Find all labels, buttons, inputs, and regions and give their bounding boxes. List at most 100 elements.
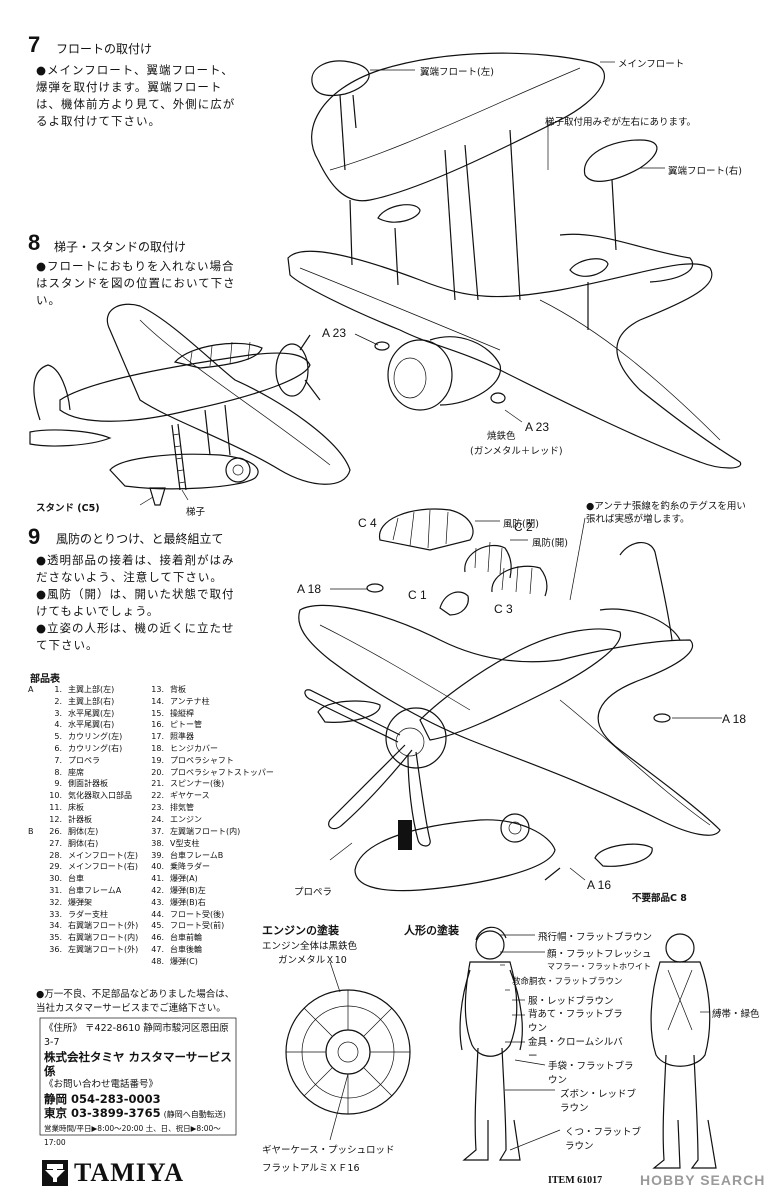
phone-shizuoka: 静岡 054-283-0003 [44,1092,161,1106]
parts-list-item: 24.エンジン [144,814,274,826]
label-c4: C 4 [358,516,377,530]
bullet-icon: ● [36,63,48,77]
parts-name: カウリング(右) [68,743,123,753]
label-wingtip-float-right: 翼端フロート(右) [668,166,742,177]
parts-list-item: 20.プロペラシャフトストッパー [144,767,274,779]
parts-number: 30. [49,874,62,884]
parts-name: 爆弾(C) [170,956,198,966]
parts-number: 41. [151,874,164,884]
figure-paint-item-4: 救命胴衣・フラットブラウン [512,977,623,987]
parts-name: 台車 [68,874,84,884]
parts-list-item: 38. V型支柱 [144,838,240,850]
parts-name: 床板 [68,802,84,812]
parts-list-item: 8.座席 [28,767,132,779]
label-a23-right: A 23 [525,420,550,434]
contact-box-border [39,1017,237,1136]
watermark: HOBBY SEARCH [640,1172,766,1188]
parts-list-item: 18.ヒンジカバー [144,743,274,755]
parts-name: 胴体(左) [68,827,99,836]
parts-number: 36. [49,944,62,954]
parts-list-item: 2.主翼上部(右) [28,696,132,708]
parts-number: 46. [151,933,164,943]
parts-number: 40. [151,862,164,872]
parts-list-item: 31.台車フレームA [28,885,138,897]
parts-number: 35. [49,933,62,943]
label-wingtip-float-left: 翼端フロート(左) [420,67,494,78]
parts-name: ピトー管 [170,720,202,730]
parts-list-item: 44.フロート受(後) [144,909,240,921]
figure-paint-item-6: 背あて・フラットブラウン [528,1009,623,1034]
parts-name: 左翼端フロート(内) [170,827,241,836]
parts-name: エンジン [170,814,202,824]
parts-number: 28. [49,850,62,860]
label-a18-left: A 18 [297,582,322,596]
parts-list-item: 6. カウリング(右) [28,743,132,755]
figure-paint-harness: 縛帯・緑色 [712,1009,760,1020]
parts-list-item: 40. 乗降ラダー [144,861,240,873]
parts-number: 39. [151,850,164,860]
item-number: ITEM 61017 [548,1175,603,1186]
parts-list-item: 4.水平尾翼(右) [28,719,132,731]
parts-list-item: 7.プロペラ [28,755,132,767]
parts-name: 右翼端フロート(内) [68,933,139,943]
parts-name: 乗降ラダー [170,862,210,872]
parts-group-letter: B [28,827,34,836]
engine-paint-title: エンジンの塗装 [262,924,339,937]
label-c1: C 1 [408,588,427,602]
step7-title: フロートの取付け [56,42,153,56]
parts-number: 34. [49,921,62,931]
parts-list-item: 29.メインフロート(右) [28,861,138,873]
parts-number: 4. [54,720,62,730]
parts-list-item: 14.アンテナ柱 [144,696,274,708]
parts-name: V型支柱 [170,838,200,848]
parts-number: 5. [54,732,62,742]
step9-bullet-2: ●風防（開）は、開いた状態で取付けてもよいでしょう。 [36,587,235,618]
parts-number: 38. [151,838,164,848]
parts-name: 爆弾(B)左 [170,885,206,895]
parts-list-item: 9.側面計器板 [28,778,132,790]
label-c2: C 2 [514,520,533,534]
label-a23-left: A 23 [322,326,347,340]
parts-number: 44. [151,909,164,919]
parts-name: ギヤケース [170,791,210,801]
parts-table-title: 部品表 [30,674,60,685]
parts-name: 主翼上部(左) [68,685,115,694]
pilot-figures-drawing [459,926,717,1169]
bullet-icon: ● [36,259,48,273]
parts-number: 10. [49,791,62,801]
parts-name: プロペラシャフト [170,755,234,765]
tamiya-logo-mark [42,1160,68,1186]
figure-paint-item-1: 飛行帽・フラットブラウン [538,932,653,943]
label-canopy-open: 風防(開) [532,538,568,549]
brand-logo: TAMIYA [74,1158,185,1187]
label-gunmetal-1: 焼鉄色 [487,431,516,442]
parts-name: 台車フレームA [68,885,122,895]
parts-list-item: 23.排気管 [144,802,274,814]
parts-number: 9. [54,779,62,789]
parts-name: プロペラ [68,755,100,765]
parts-number: 33. [49,909,62,919]
parts-name: 照準器 [170,732,194,742]
parts-list-item: 12.計器板 [28,814,132,826]
step9-instructions: ●透明部品の接着は、接着剤がはみださないよう、注意して下さい。 ●風防（開）は、… [36,552,236,654]
parts-name: 爆弾(A) [170,874,198,884]
parts-name: 座席 [68,767,84,777]
step7-instruction: ●メインフロート、翼端フロート、爆弾を取付けます。翼端フロートは、機体前方より見… [36,63,236,128]
parts-name: 主翼上部(右) [68,696,115,706]
parts-number: 45. [151,921,164,931]
parts-number: 6. [54,743,62,753]
parts-number: 21. [151,779,164,789]
step9-bullet-3: ●立姿の人形は、機の近くに立たせて下さい。 [36,621,235,652]
parts-number: 11. [49,802,62,812]
step7-number: 7 [28,32,41,57]
engine-paint-line1: エンジン全体は黒鉄色 [262,941,358,952]
parts-name: 右翼端フロート(外) [68,921,139,931]
label-a18-right: A 18 [722,712,747,726]
parts-group-letter: A [28,685,34,694]
parts-name: メインフロート(右) [68,862,139,872]
parts-name: カウリング(左) [68,732,123,742]
